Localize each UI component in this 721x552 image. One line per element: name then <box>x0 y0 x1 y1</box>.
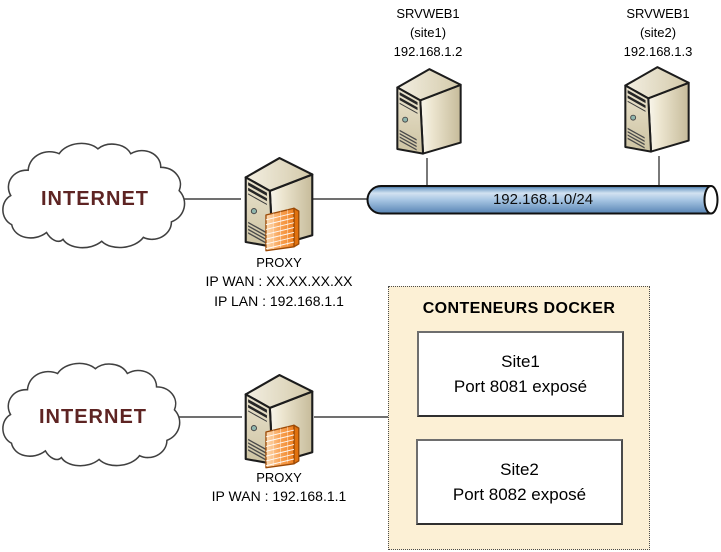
server1-hostname: SRVWEB1 <box>396 6 460 21</box>
docker-container-site1: Site1 Port 8081 exposé <box>417 331 624 417</box>
docker-containers-group: CONTENEURS DOCKER Site1 Port 8081 exposé… <box>388 286 650 550</box>
docker-container-site2: Site2 Port 8082 exposé <box>416 439 623 525</box>
proxy-server-icon-top <box>246 158 313 251</box>
network-bus-label: 192.168.1.0/24 <box>492 191 594 208</box>
internet-label-top: INTERNET <box>41 188 149 210</box>
proxy2-label-block: PROXY IP WAN : 192.168.1.1 <box>187 469 371 506</box>
network-bus-end-cap <box>703 185 719 215</box>
proxy1-label-block: PROXY IP WAN : XX.XX.XX.XX IP LAN : 192.… <box>187 254 371 311</box>
proxy1-ip-wan: IP WAN : XX.XX.XX.XX <box>205 273 353 289</box>
network-bus <box>366 185 719 215</box>
server2-ip: 192.168.1.3 <box>623 44 693 59</box>
server1-ip: 192.168.1.2 <box>393 44 463 59</box>
server-icon-srvweb1-site2 <box>625 67 688 151</box>
internet-label-bottom: INTERNET <box>39 406 147 428</box>
container-site1-name: Site1 <box>501 352 540 371</box>
server2-site: (site2) <box>639 25 677 40</box>
server2-label: SRVWEB1 (site2) 192.168.1.3 <box>588 4 721 61</box>
server1-label: SRVWEB1 (site1) 192.168.1.2 <box>358 4 498 61</box>
proxy-server-icon-bottom <box>246 375 313 468</box>
server-icon-srvweb1-site1 <box>397 69 460 153</box>
proxy2-ip-wan: IP WAN : 192.168.1.1 <box>211 488 347 504</box>
container-site2-name: Site2 <box>500 460 539 479</box>
proxy1-ip-lan: IP LAN : 192.168.1.1 <box>214 293 344 309</box>
connector-lines <box>179 156 660 418</box>
server1-site: (site1) <box>409 25 447 40</box>
docker-group-title: CONTENEURS DOCKER <box>422 300 616 317</box>
proxy2-name: PROXY <box>256 470 302 485</box>
proxy1-name: PROXY <box>256 255 302 270</box>
server2-hostname: SRVWEB1 <box>626 6 690 21</box>
container-site2-port: Port 8082 exposé <box>452 485 587 504</box>
container-site1-port: Port 8081 exposé <box>453 377 588 396</box>
